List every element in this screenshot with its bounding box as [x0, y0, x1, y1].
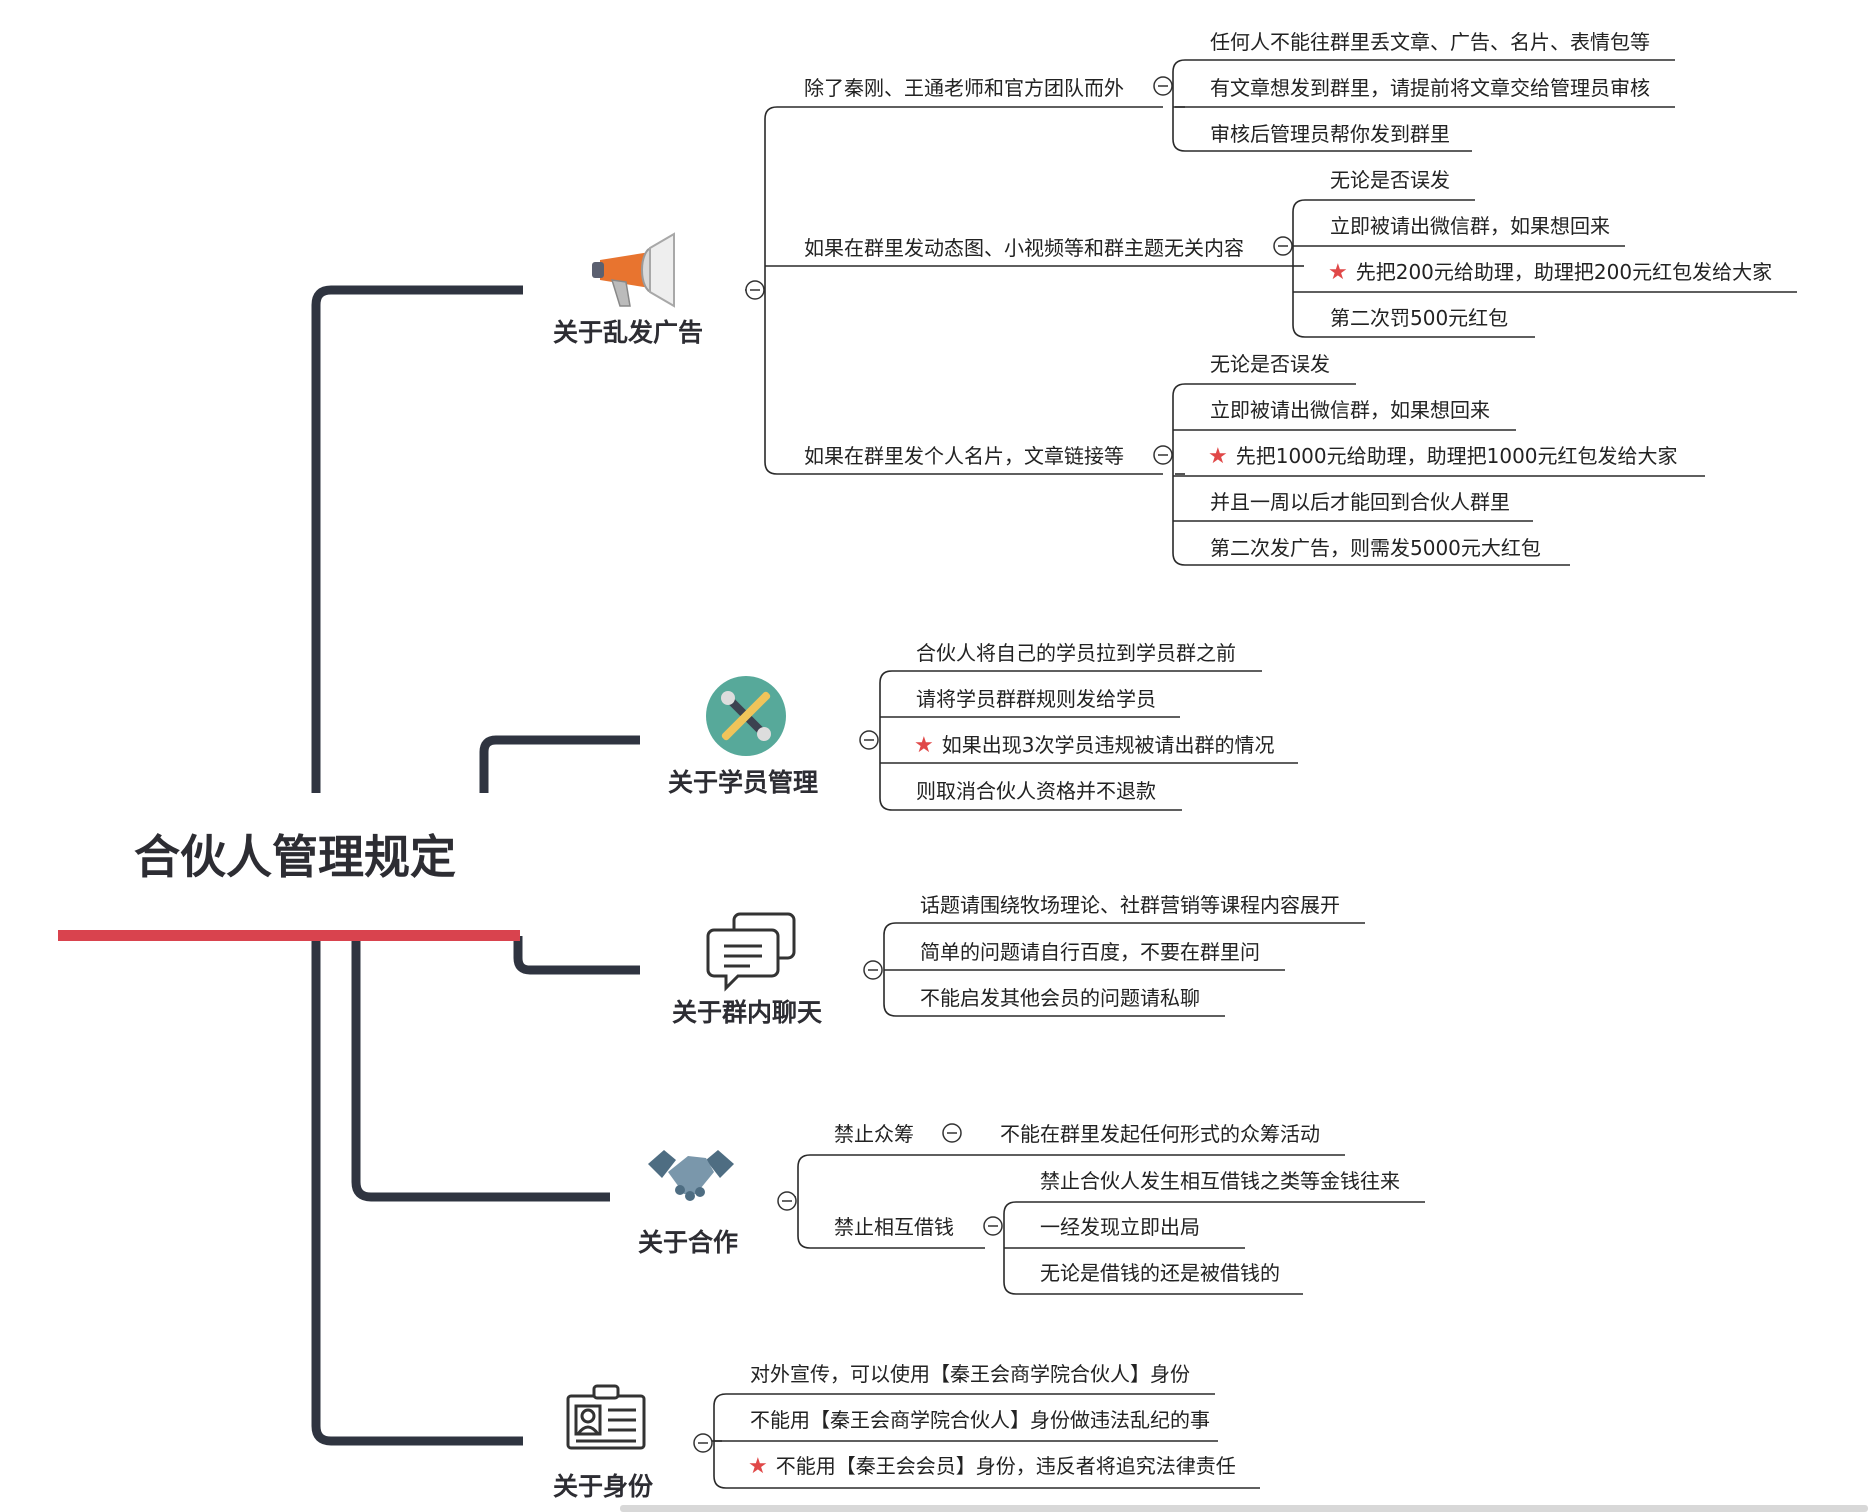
branch-students-label[interactable]: 关于学员管理: [668, 768, 819, 797]
students-item-3-text: 如果出现3次学员违规被请出群的情况: [941, 733, 1275, 757]
branch-identity-label[interactable]: 关于身份: [553, 1472, 654, 1501]
collapse-toggle-lending[interactable]: [983, 1216, 1003, 1236]
collapse-toggle-identity[interactable]: [693, 1433, 713, 1453]
ads-group-1-label[interactable]: 除了秦刚、王通老师和官方团队而外: [804, 76, 1124, 100]
collapse-toggle-students[interactable]: [859, 730, 879, 750]
ads-g2-item-1[interactable]: 无论是否误发: [1330, 168, 1450, 192]
collapse-toggle-ads-g3[interactable]: [1153, 445, 1173, 465]
star-icon: ★: [1208, 444, 1228, 469]
star-icon: ★: [1328, 260, 1348, 285]
collapse-toggle-ads-g1[interactable]: [1153, 76, 1173, 96]
ads-g1-item-1[interactable]: 任何人不能往群里丢文章、广告、名片、表情包等: [1210, 30, 1650, 54]
collapse-toggle-chat[interactable]: [863, 960, 883, 980]
chat-item-2[interactable]: 简单的问题请自行百度，不要在群里问: [920, 940, 1260, 964]
ads-g2-item-2[interactable]: 立即被请出微信群，如果想回来: [1330, 214, 1610, 238]
coop-group-1-label[interactable]: 禁止众筹: [834, 1122, 914, 1146]
ads-g3-item-1[interactable]: 无论是否误发: [1210, 352, 1330, 376]
tools-icon: [706, 676, 786, 756]
branch-cooperation-label[interactable]: 关于合作: [638, 1228, 739, 1257]
branch-chat-label[interactable]: 关于群内聊天: [672, 998, 823, 1027]
star-icon: ★: [914, 733, 934, 758]
collapse-toggle-cooperation[interactable]: [777, 1191, 797, 1211]
collapse-toggle-ads[interactable]: [745, 280, 765, 300]
ads-g2-item-4[interactable]: 第二次罚500元红包: [1330, 306, 1509, 330]
coop-g2-item-2[interactable]: 一经发现立即出局: [1040, 1215, 1200, 1239]
chat-item-3[interactable]: 不能启发其他会员的问题请私聊: [920, 986, 1200, 1010]
chat-bubbles-icon: [706, 912, 796, 992]
connector-lines: [712, 59, 1797, 1489]
ads-g3-item-3-text: 先把1000元给助理，助理把1000元红包发给大家: [1235, 444, 1678, 468]
ads-g2-item-3[interactable]: ★ 先把200元给助理，助理把200元红包发给大家: [1328, 262, 1772, 284]
root-title[interactable]: 合伙人管理规定: [134, 830, 456, 884]
coop-g2-item-1[interactable]: 禁止合伙人发生相互借钱之类等金钱往来: [1040, 1169, 1400, 1193]
ads-group-3-label[interactable]: 如果在群里发个人名片，文章链接等: [804, 444, 1124, 468]
students-item-2[interactable]: 请将学员群群规则发给学员: [916, 687, 1156, 711]
collapse-toggle-crowdfunding[interactable]: [942, 1123, 962, 1143]
root-underline: [58, 930, 520, 941]
id-card-icon: [566, 1384, 646, 1450]
chat-item-1[interactable]: 话题请围绕牧场理论、社群营销等课程内容展开: [920, 893, 1340, 917]
coop-g2-item-3[interactable]: 无论是借钱的还是被借钱的: [1040, 1261, 1280, 1285]
students-item-4[interactable]: 则取消合伙人资格并不退款: [916, 779, 1156, 803]
identity-item-3-text: 不能用【秦王会会员】身份，违反者将追究法律责任: [775, 1454, 1236, 1478]
ads-g1-item-3[interactable]: 审核后管理员帮你发到群里: [1210, 122, 1450, 146]
identity-item-2[interactable]: 不能用【秦王会商学院合伙人】身份做违法乱纪的事: [750, 1408, 1210, 1432]
students-item-3[interactable]: ★ 如果出现3次学员违规被请出群的情况: [914, 735, 1274, 757]
identity-item-3[interactable]: ★ 不能用【秦王会会员】身份，违反者将追究法律责任: [748, 1456, 1236, 1478]
collapse-toggle-ads-g2[interactable]: [1273, 236, 1293, 256]
ads-g2-item-3-text: 先把200元给助理，助理把200元红包发给大家: [1355, 260, 1773, 284]
identity-item-1[interactable]: 对外宣传，可以使用【秦王会商学院合伙人】身份: [750, 1362, 1190, 1386]
coop-g1-item-1[interactable]: 不能在群里发起任何形式的众筹活动: [1000, 1122, 1320, 1146]
collapse-controls: [693, 76, 1293, 1453]
ads-group-2-label[interactable]: 如果在群里发动态图、小视频等和群主题无关内容: [804, 236, 1244, 260]
trunk-lines: [311, 285, 640, 1446]
students-item-1[interactable]: 合伙人将自己的学员拉到学员群之前: [916, 641, 1236, 665]
ads-g1-item-2[interactable]: 有文章想发到群里，请提前将文章交给管理员审核: [1210, 76, 1650, 100]
horizontal-scrollbar[interactable]: [620, 1505, 1868, 1512]
coop-group-2-label[interactable]: 禁止相互借钱: [834, 1215, 954, 1239]
ads-g3-item-3[interactable]: ★ 先把1000元给助理，助理把1000元红包发给大家: [1208, 446, 1678, 468]
ads-g3-item-4[interactable]: 并且一周以后才能回到合伙人群里: [1210, 490, 1510, 514]
ads-g3-item-5[interactable]: 第二次发广告，则需发5000元大红包: [1210, 536, 1541, 560]
handshake-icon: [648, 1150, 734, 1201]
megaphone-icon: [592, 232, 675, 308]
star-icon: ★: [748, 1454, 768, 1479]
branch-ads-label[interactable]: 关于乱发广告: [553, 318, 704, 347]
ads-g3-item-2[interactable]: 立即被请出微信群，如果想回来: [1210, 398, 1490, 422]
